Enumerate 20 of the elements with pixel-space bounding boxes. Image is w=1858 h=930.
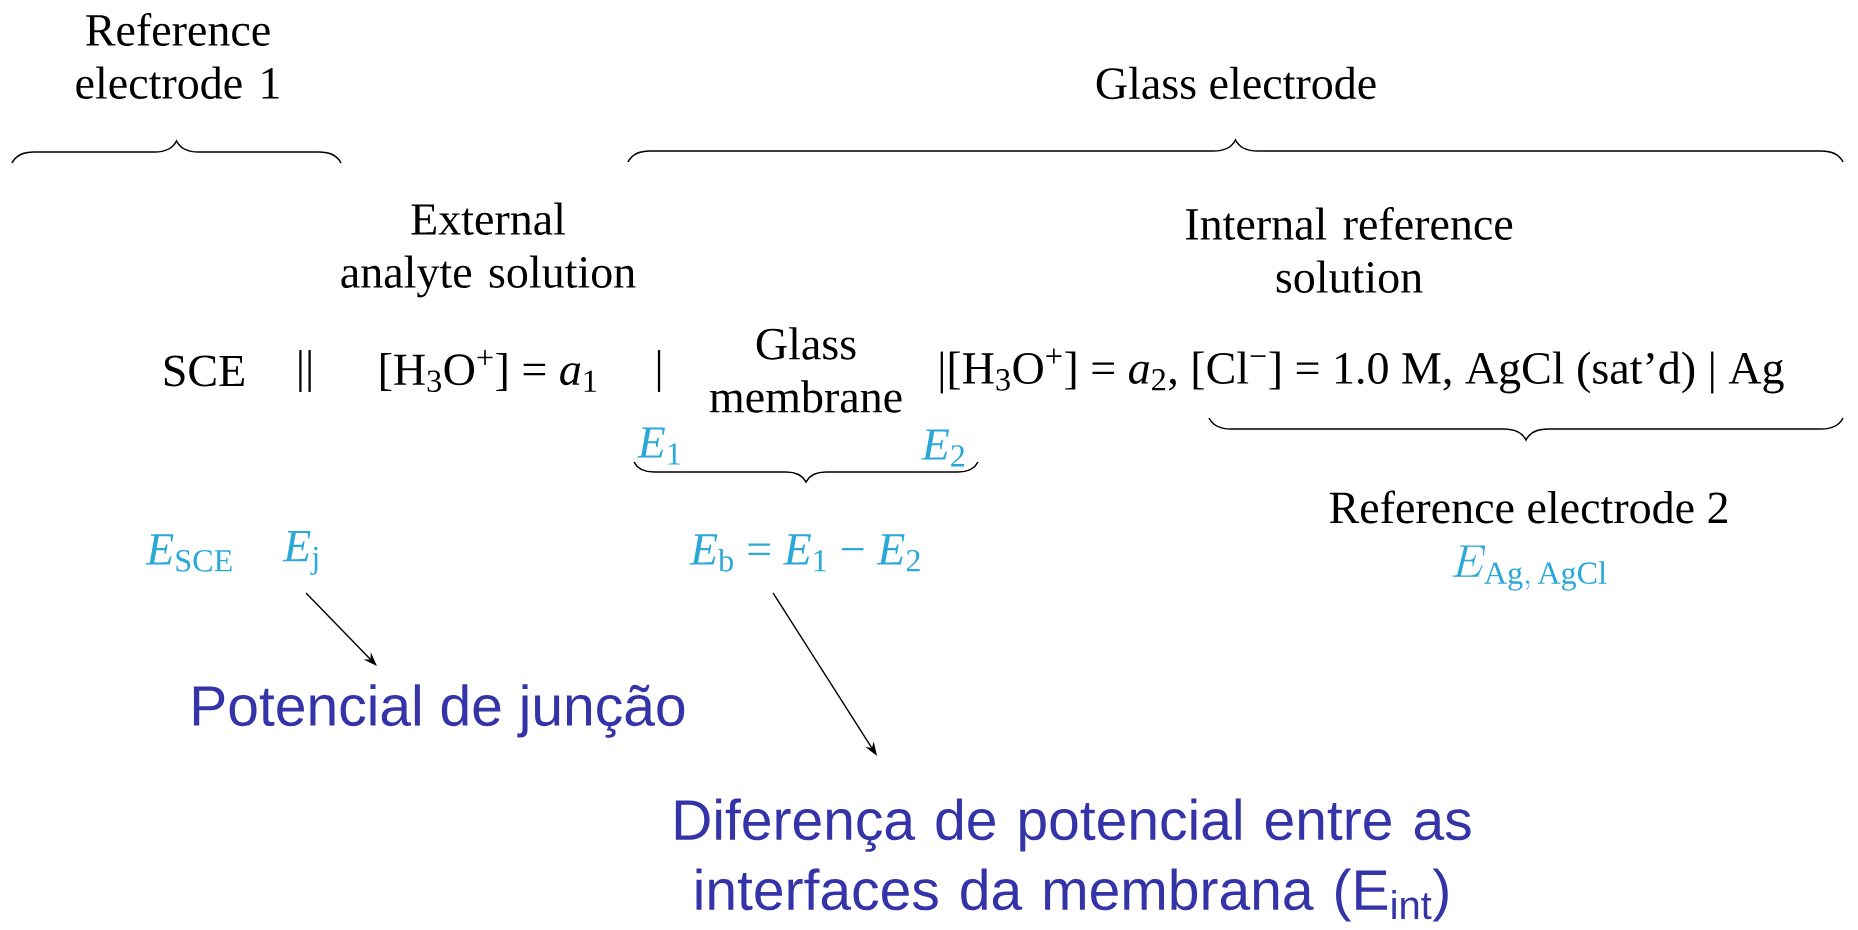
potential-symbol: E$_{2}$: [921, 429, 965, 467]
formula-text: E$_{b}$ = E$_{1}$ − E$_{2}$: [689, 534, 920, 572]
potential-symbol: E$_{j}$: [282, 531, 318, 575]
potential-symbol: $E_{\mathrm{Ag,\,AgCl}}$: [1452, 545, 1607, 591]
arrow: [305, 592, 377, 666]
note-text: Potencial de junção: [193, 684, 685, 738]
note-text: Diferença de potencial entre as interfaces da membrana (E$_{int}$): [675, 798, 1471, 922]
potential-symbol: E$_{SCE}$: [145, 534, 232, 572]
part-label: Reference electrode 1: [76, 13, 279, 99]
cell-notation: |: [657, 350, 661, 392]
part-label: External analyte solution: [341, 202, 636, 298]
potential-symbol: E$_{1}$: [637, 427, 680, 465]
cell-notation: SCE: [164, 355, 244, 387]
part-label: Reference electrode 2: [1329, 490, 1728, 524]
cell-notation: |[H$_{3}$O$^{+}$] = a$_{2}$, [Cl$^{−}$] = 1.0 M, AgCl (sat’d) | Ag: [940, 348, 1784, 394]
part-label: Glass electrode: [1096, 66, 1376, 100]
cell-notation: [H$_{3}$O$^{+}$] = a$_{1}$: [381, 349, 596, 393]
cell-notation: ||: [299, 350, 311, 392]
part-label: Internal reference solution: [1185, 207, 1513, 293]
part-label: Glass membrane: [709, 327, 902, 413]
